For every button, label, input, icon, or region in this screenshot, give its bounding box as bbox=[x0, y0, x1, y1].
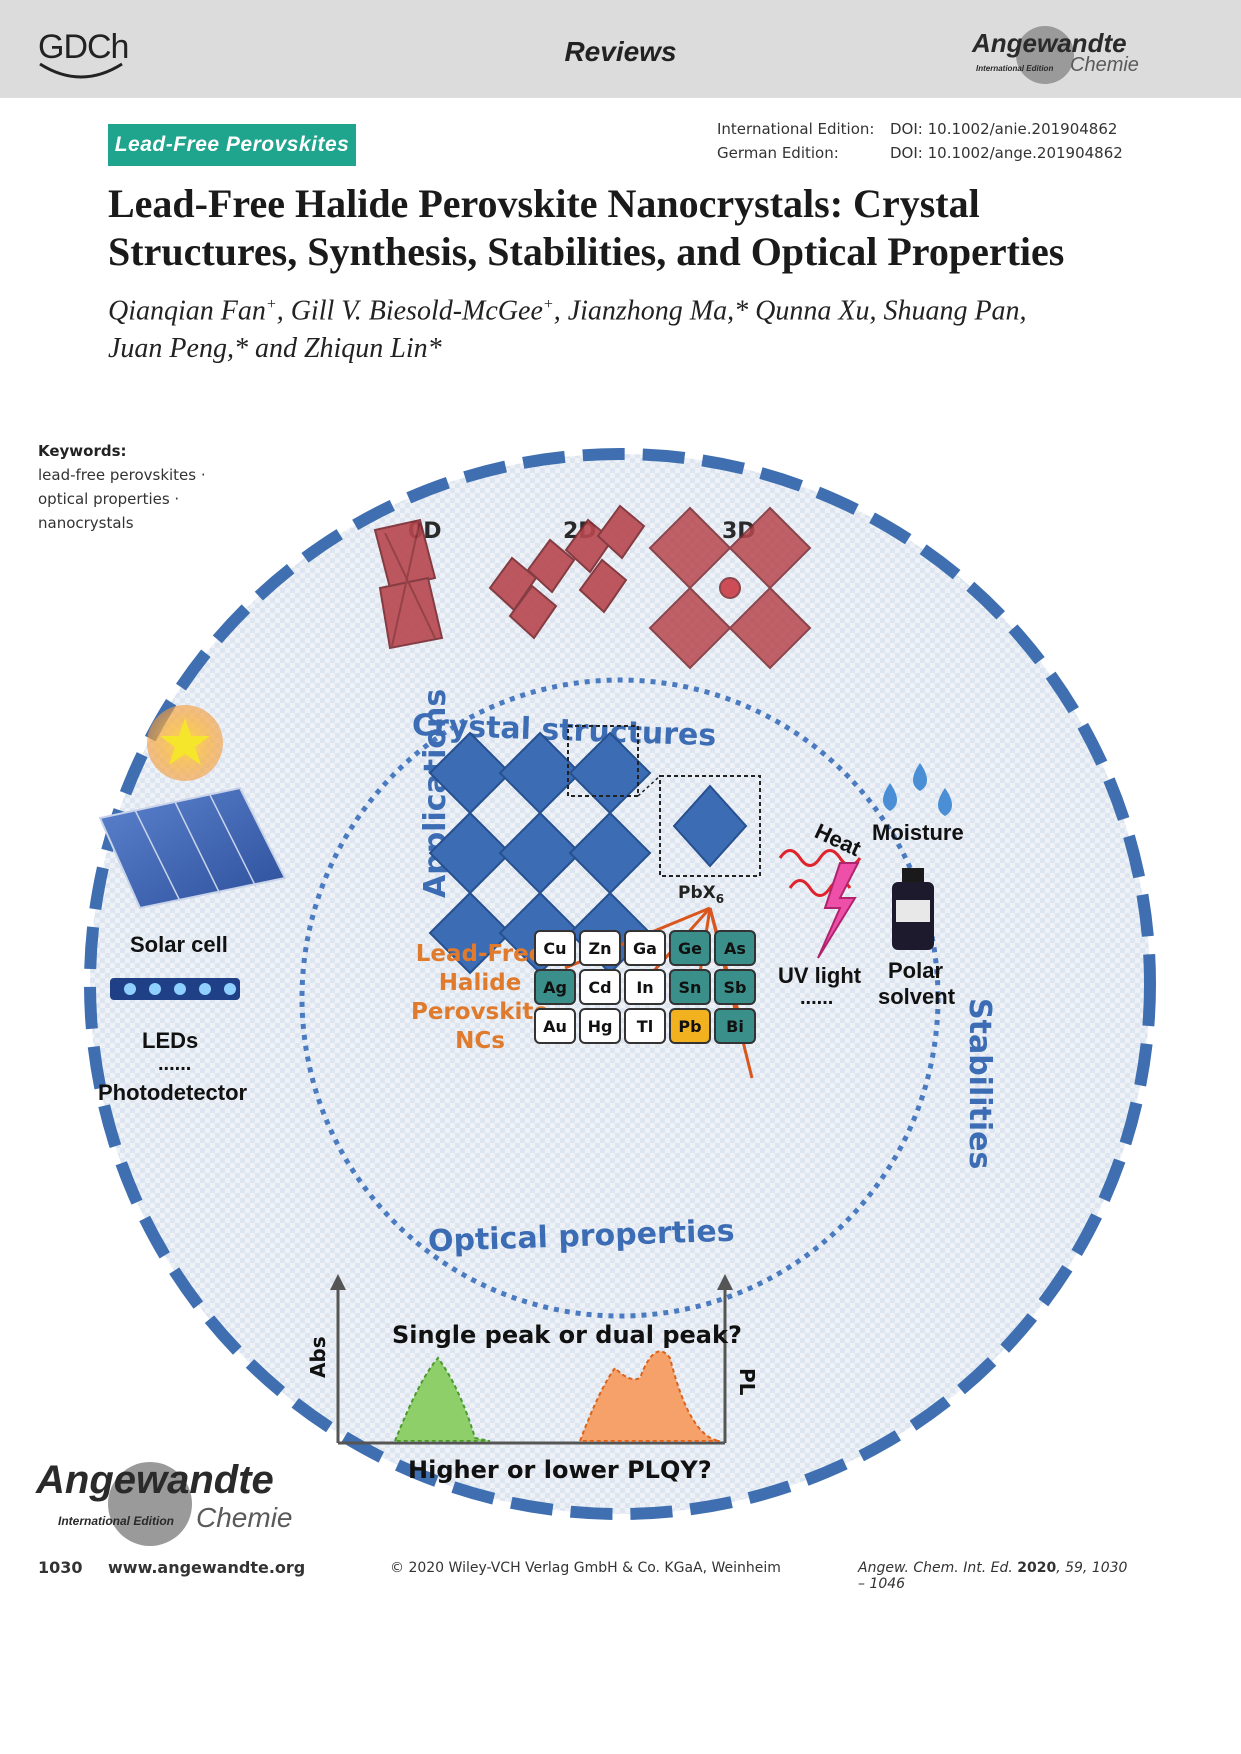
element-cell bbox=[669, 1008, 711, 1044]
uv-bolt-icon bbox=[817, 862, 860, 959]
pbx6-octahedron bbox=[672, 784, 748, 868]
keywords-heading: Keywords: bbox=[38, 442, 127, 460]
element-symbol: As bbox=[724, 939, 746, 958]
element-symbol: Hg bbox=[588, 1017, 613, 1036]
pl-peak bbox=[578, 1350, 721, 1442]
element-symbol: Zn bbox=[589, 939, 612, 958]
svg-text:Lead-Free: Lead-Free bbox=[416, 941, 545, 967]
logo-circle-icon bbox=[1016, 26, 1074, 84]
label-pbx6: PbX6 bbox=[678, 883, 724, 906]
structure-0d bbox=[373, 518, 444, 650]
label-photodetector: Photodetector bbox=[98, 1080, 248, 1105]
sun-star-icon bbox=[160, 718, 210, 765]
abs-peak bbox=[393, 1356, 491, 1442]
label-apps-more: ...... bbox=[158, 1053, 191, 1075]
label-leds: LEDs bbox=[142, 1028, 198, 1053]
element-cell bbox=[624, 1008, 666, 1044]
element-cell bbox=[714, 969, 756, 1005]
label-polar: Polar bbox=[888, 958, 943, 983]
svg-text:Perovskite: Perovskite bbox=[411, 999, 549, 1025]
solar-panel-icon bbox=[98, 786, 287, 910]
journal-website-link[interactable]: www.angewandte.org bbox=[108, 1558, 306, 1577]
element-symbol: Ga bbox=[633, 939, 657, 958]
doi-international: International Edition: DOI: 10.1002/anie… bbox=[717, 120, 1118, 138]
label-moisture: Moisture bbox=[872, 820, 964, 845]
label-solvent: solvent bbox=[878, 984, 956, 1009]
element-symbol: Sn bbox=[679, 978, 702, 997]
figure-rim bbox=[84, 448, 1156, 1520]
zoom-box bbox=[567, 725, 639, 797]
gdch-arc-icon bbox=[39, 62, 123, 79]
label-stab-more: ...... bbox=[800, 987, 833, 1009]
axis-label-abs: Abs bbox=[306, 1336, 330, 1378]
article-title: Lead-Free Halide Perovskite Nanocrystals… bbox=[108, 181, 1065, 274]
led-icon bbox=[110, 978, 240, 1000]
label-stabilities: Stabilities bbox=[962, 998, 997, 1169]
element-cell bbox=[579, 930, 621, 966]
element-symbol: Cu bbox=[543, 939, 566, 958]
element-symbol: Bi bbox=[726, 1017, 744, 1036]
zoom-detail-box bbox=[659, 775, 761, 877]
element-symbol: In bbox=[636, 978, 653, 997]
element-cell bbox=[579, 1008, 621, 1044]
structure-3d bbox=[648, 506, 812, 670]
inner-ring bbox=[299, 677, 941, 1319]
structure-2d bbox=[488, 504, 646, 640]
svg-text:NCs: NCs bbox=[455, 1028, 505, 1054]
doi-german: German Edition: DOI: 10.1002/ange.201904… bbox=[717, 144, 1123, 162]
axis-label-pl: PL bbox=[735, 1368, 759, 1396]
solvent-bottle-icon bbox=[892, 868, 934, 950]
keyword-item: optical properties · bbox=[38, 490, 180, 508]
element-cell bbox=[714, 930, 756, 966]
element-cell bbox=[669, 930, 711, 966]
label-uv-light: UV light bbox=[778, 963, 862, 988]
spectrum-question-plqy: Higher or lower PLQY? bbox=[408, 1456, 712, 1484]
logo-circle-icon bbox=[108, 1462, 192, 1546]
element-symbol: Tl bbox=[637, 1017, 653, 1036]
element-symbol: Ag bbox=[543, 978, 567, 997]
element-symbol: Cd bbox=[588, 978, 611, 997]
element-cell bbox=[624, 969, 666, 1005]
gdch-logo: GDCh bbox=[38, 28, 129, 66]
element-cell bbox=[669, 969, 711, 1005]
page-number: 1030 bbox=[38, 1558, 83, 1577]
element-cell bbox=[624, 930, 666, 966]
section-label: Reviews bbox=[564, 36, 677, 67]
element-symbol: Sb bbox=[724, 978, 747, 997]
footer-journal-logo: Angewandte International Edition Chemie bbox=[36, 1452, 316, 1546]
label-solar-cell: Solar cell bbox=[130, 932, 228, 957]
page-footer: 1030 www.angewandte.org © 2020 Wiley-VCH… bbox=[38, 1558, 1138, 1592]
header-journal-logo: Angewandte International Edition Chemie bbox=[972, 26, 1142, 86]
graphical-abstract: 0D 2D 3D Crystal structures Applications… bbox=[84, 448, 1156, 1520]
lead-free-label: Lead-Free Halide Perovskite NCs bbox=[411, 941, 549, 1054]
element-symbol: Pb bbox=[678, 1017, 701, 1036]
element-symbol: Ge bbox=[678, 939, 702, 958]
element-cell bbox=[534, 969, 576, 1005]
element-cell bbox=[534, 930, 576, 966]
element-cell bbox=[714, 1008, 756, 1044]
author-list: Qianqian Fan+, Gill V. Biesold-McGee+, J… bbox=[108, 295, 1027, 365]
element-symbol: Au bbox=[543, 1017, 567, 1036]
spectrum-plot bbox=[330, 1274, 733, 1445]
moisture-drops-icon bbox=[883, 763, 952, 816]
keyword-item: nanocrystals bbox=[38, 514, 134, 532]
copyright: © 2020 Wiley-VCH Verlag GmbH & Co. KGaA,… bbox=[390, 1560, 781, 1576]
svg-text:Halide: Halide bbox=[439, 970, 522, 996]
citation: Angew. Chem. Int. Ed. 2020, 59, 1030 – 1… bbox=[858, 1560, 1128, 1592]
topic-tag: Lead-Free Perovskites bbox=[108, 124, 356, 166]
spectrum-question-peak: Single peak or dual peak? bbox=[392, 1321, 742, 1349]
element-cell bbox=[579, 969, 621, 1005]
keyword-item: lead-free perovskites · bbox=[38, 466, 206, 484]
element-cell bbox=[534, 1008, 576, 1044]
